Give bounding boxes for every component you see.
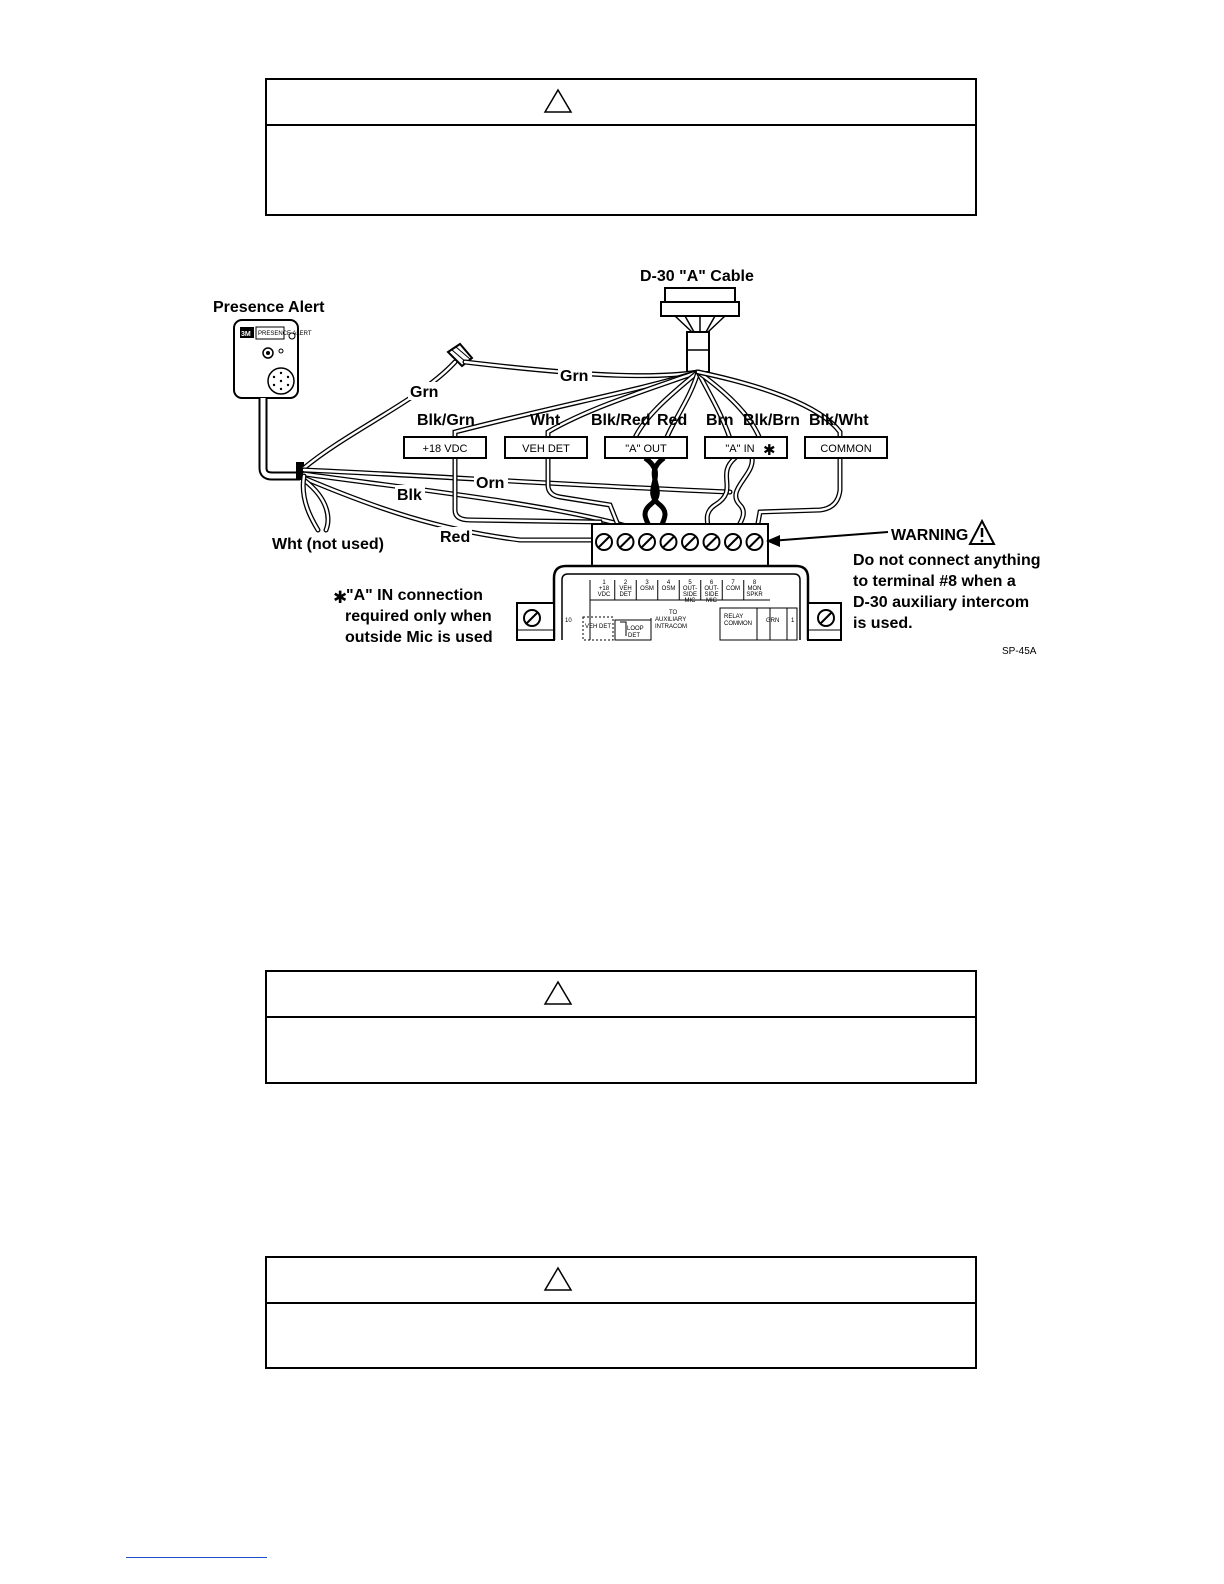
- label-orn: Orn: [476, 475, 504, 492]
- board-terminal-label: OUT-: [683, 586, 697, 592]
- terminal-screw-slot: [618, 535, 633, 549]
- terminal-screw-slot: [683, 535, 697, 549]
- footer-rule: [126, 1557, 267, 1558]
- label-grn-top: Grn: [560, 368, 588, 385]
- board-grn: GRN: [766, 618, 779, 624]
- tag-a-out: "A" OUT: [625, 443, 667, 455]
- terminal-screw-slot: [597, 535, 611, 549]
- label-red: Red: [440, 529, 470, 546]
- board-terminal-label: +18: [599, 586, 610, 592]
- board-terminal-label: OSM: [662, 586, 676, 592]
- board-terminal-label: VDC: [598, 592, 611, 598]
- wiring-diagram: D-30 "A" Cable 3M PRESENCE ALERT Presenc…: [213, 268, 1041, 657]
- device-label: Presence Alert: [213, 299, 325, 316]
- label-wht-not-used: Wht (not used): [272, 536, 384, 553]
- note-line-2: required only when: [345, 608, 492, 625]
- terminal-screw-slot: [640, 535, 654, 549]
- board-terminal-label: COM: [726, 586, 740, 592]
- warning-callout: WARNING Do not connect anything to termi…: [766, 518, 1041, 632]
- board-terminal-label: MON: [748, 586, 762, 592]
- note-line-3: outside Mic is used: [345, 629, 493, 646]
- board-terminal-labels: 1+18VDC2VEHDET3OSM4OSM5OUT-SIDEMIC6OUT-S…: [598, 580, 763, 604]
- note-star-icon: ✱: [333, 588, 347, 608]
- tag-18vdc: +18 VDC: [423, 443, 468, 455]
- star-icon: ✱: [763, 441, 776, 459]
- warning-line-1: Do not connect anything: [853, 552, 1041, 569]
- label-grn-left: Grn: [410, 384, 438, 401]
- d30-cable-connector: [660, 287, 740, 373]
- board-terminal-label: MIC: [685, 598, 697, 604]
- warning-box-bottom: [265, 1256, 977, 1369]
- figure-code: SP-45A: [1002, 646, 1037, 657]
- label-red-top: Red: [657, 412, 687, 429]
- device-text: PRESENCE ALERT: [258, 331, 312, 337]
- board-terminal-label: 1: [602, 580, 606, 586]
- tag-common: COMMON: [820, 443, 871, 455]
- terminal-screw-slot: [726, 535, 740, 549]
- board-num10: 10: [565, 618, 572, 624]
- board-terminal-label: 2: [624, 580, 628, 586]
- terminal-block: [591, 523, 769, 569]
- warning-box-header: [267, 80, 975, 126]
- board-common: COMMON: [724, 621, 752, 627]
- warning-box-middle: [265, 970, 977, 1084]
- wire-labels: Grn Grn Blk/Grn Wht Blk/Red Red Brn Blk/…: [272, 366, 869, 553]
- board-terminal-label: SPKR: [746, 592, 763, 598]
- warning-box-header: [267, 972, 975, 1018]
- terminal-tags: +18 VDC VEH DET "A" OUT "A" IN ✱ COMMON: [403, 436, 888, 459]
- wire-bundle: [300, 359, 843, 543]
- board-terminal-label: OUT-: [704, 586, 718, 592]
- board-num1: 1: [791, 618, 795, 624]
- device-logo: 3M: [241, 331, 251, 338]
- board-terminal-label: VEH: [619, 586, 631, 592]
- label-blk: Blk: [397, 487, 422, 504]
- board-det: DET: [628, 633, 640, 639]
- presence-alert-device: 3M PRESENCE ALERT: [233, 319, 312, 481]
- terminal-screw-slot: [661, 535, 676, 549]
- warning-triangle-icon: [543, 980, 573, 1005]
- board-veh-det: VEH DET: [585, 624, 611, 630]
- warning-line-2: to terminal #8 when a: [853, 573, 1016, 590]
- tag-a-in: "A" IN: [725, 443, 754, 455]
- a-in-note: ✱ "A" IN connection required only when o…: [333, 587, 493, 646]
- label-blk-red: Blk/Red: [591, 412, 651, 429]
- label-blk-brn: Blk/Brn: [743, 412, 800, 429]
- warning-title: WARNING: [891, 527, 968, 544]
- board-loop: LOOP: [627, 626, 644, 632]
- terminal-screws: [595, 533, 764, 551]
- warning-box-top: [265, 78, 977, 216]
- label-blk-wht: Blk/Wht: [809, 412, 869, 429]
- terminal-screw-slot: [704, 535, 719, 549]
- warning-line-3: D-30 auxiliary intercom: [853, 594, 1029, 611]
- note-line-1: "A" IN connection: [346, 587, 483, 604]
- cable-label: D-30 "A" Cable: [640, 268, 754, 285]
- board-intracom: INTRACOM: [655, 624, 687, 630]
- terminal-screw-slot: [747, 535, 762, 549]
- board-terminal-label: OSM: [640, 586, 654, 592]
- warning-line-4: is used.: [853, 615, 913, 632]
- board-terminal-label: 5: [688, 580, 692, 586]
- board-auxiliary: AUXILIARY: [655, 617, 686, 623]
- warning-box-header: [267, 1258, 975, 1304]
- label-blk-grn: Blk/Grn: [417, 412, 475, 429]
- label-brn: Brn: [706, 412, 734, 429]
- board-terminal-label: 3: [645, 580, 649, 586]
- board-terminal-label: 6: [710, 580, 714, 586]
- board-terminal-label: 7: [731, 580, 735, 586]
- board-terminal-label: MIC: [706, 598, 718, 604]
- warning-triangle-icon: [543, 1266, 573, 1291]
- circuit-board: 1+18VDC2VEHDET3OSM4OSM5OUT-SIDEMIC6OUT-S…: [516, 564, 842, 641]
- tag-veh-det: VEH DET: [522, 443, 570, 455]
- board-terminal-label: SIDE: [683, 592, 697, 598]
- board-to: TO: [669, 610, 678, 616]
- board-terminal-label: 8: [753, 580, 757, 586]
- board-terminal-label: SIDE: [704, 592, 718, 598]
- warning-triangle-icon: [968, 518, 996, 545]
- warning-triangle-icon: [543, 88, 573, 113]
- board-terminal-label: DET: [620, 592, 632, 598]
- board-relay: RELAY: [724, 614, 743, 620]
- board-terminal-label: 4: [667, 580, 671, 586]
- label-wht: Wht: [530, 412, 561, 429]
